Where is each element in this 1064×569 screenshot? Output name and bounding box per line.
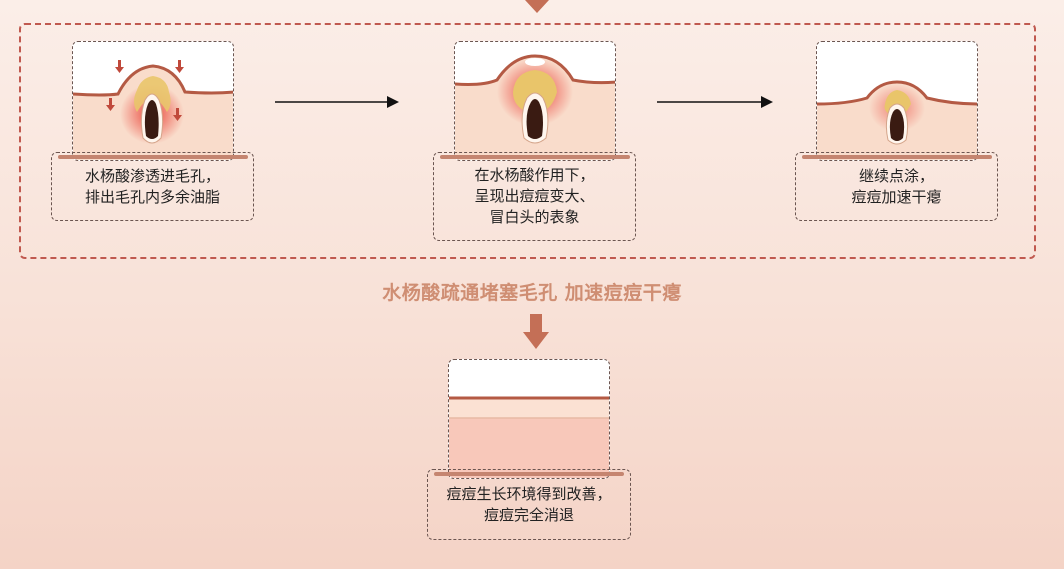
down-arrow-icon [523,314,549,349]
summary-text: 水杨酸疏通堵塞毛孔 加速痘痘干瘪 [382,282,682,304]
stage-3-caption: 继续点涂， 痘痘加速干瘪 [851,166,942,206]
stage-2-illustration [454,41,616,161]
stage-3-caption-box: 继续点涂， 痘痘加速干瘪 [795,152,998,221]
stage-1-illustration [72,41,234,161]
process-frame [19,23,1036,259]
stage-3-base-bar [802,155,992,159]
final-illustration [448,359,610,479]
stage-2-caption: 在水杨酸作用下， 呈现出痘痘变大、 冒白头的表象 [474,166,595,226]
stage-2-caption-box: 在水杨酸作用下， 呈现出痘痘变大、 冒白头的表象 [433,152,636,241]
top-down-arrow-icon [525,0,549,13]
stage-1-caption-box: 水杨酸渗透进毛孔， 排出毛孔内多余油脂 [51,152,254,221]
stage-3-illustration [816,41,978,161]
final-caption: 痘痘生长环境得到改善， 痘痘完全消退 [446,484,612,524]
step-arrow-2-icon [657,96,773,108]
stage-1-caption: 水杨酸渗透进毛孔， 排出毛孔内多余油脂 [84,166,220,206]
stage-1-base-bar [58,155,248,159]
stage-2-base-bar [440,155,630,159]
final-base-bar [434,472,624,476]
step-arrow-1-icon [275,96,399,108]
final-caption-box: 痘痘生长环境得到改善， 痘痘完全消退 [427,469,631,540]
